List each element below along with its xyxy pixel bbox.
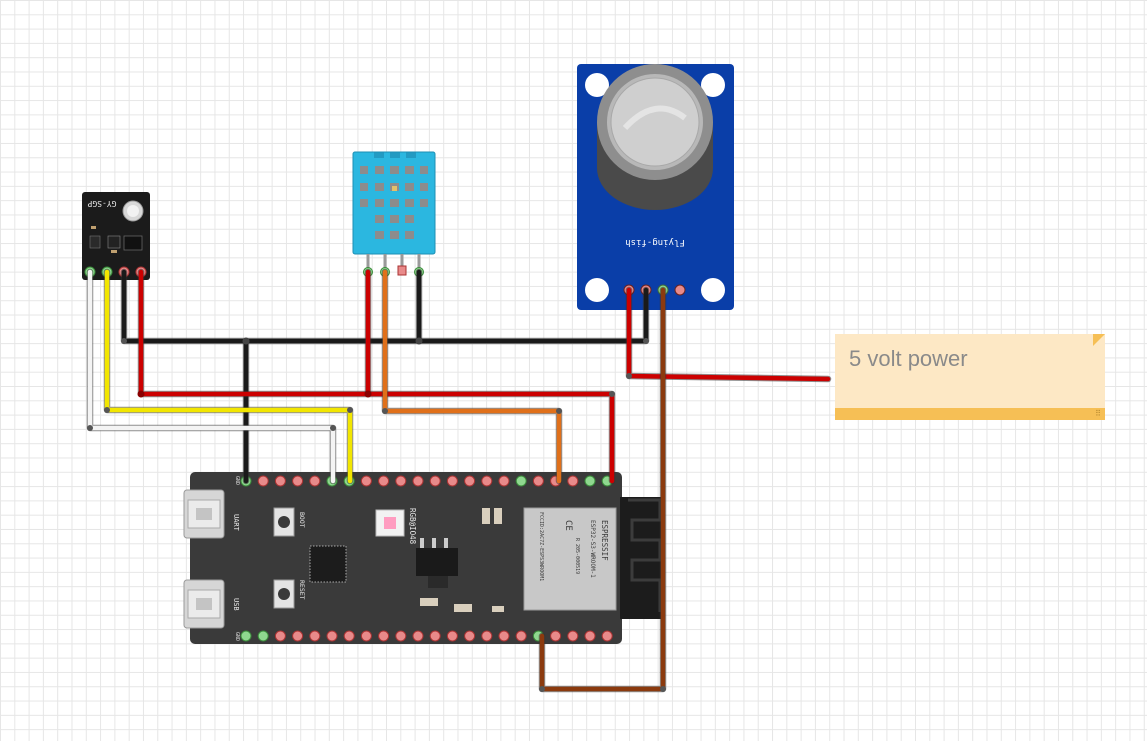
rgb-led xyxy=(375,509,405,537)
gnd-label-top: GND xyxy=(234,476,240,485)
top-pin-11[interactable] xyxy=(429,475,441,487)
wire-junction-1 xyxy=(415,337,423,345)
wire-junction-3 xyxy=(137,390,145,398)
wire-junction-0 xyxy=(242,337,250,345)
wire-gas-power[interactable] xyxy=(625,286,832,383)
bottom-pin-6[interactable] xyxy=(343,630,355,642)
module-fcc: FCCID:2AC7Z-ESPS3WROOM1 xyxy=(538,512,544,581)
gas-sensor-module[interactable]: Flying-fish xyxy=(577,64,734,310)
top-pin-20[interactable] xyxy=(584,475,596,487)
note-resize-grip[interactable]: ⠿ xyxy=(1095,409,1101,418)
bottom-pin-2[interactable] xyxy=(274,630,286,642)
wire-layer xyxy=(86,268,832,693)
module-model: ESP32-S3-WROOM-1 xyxy=(589,520,596,578)
bottom-pin-11[interactable] xyxy=(429,630,441,642)
dht-temperature-sensor[interactable] xyxy=(352,151,436,277)
top-pin-4[interactable] xyxy=(309,475,321,487)
module-brand: ESPRESSIF xyxy=(600,520,609,561)
module-r: R 205-000519 xyxy=(574,538,580,574)
top-pin-12[interactable] xyxy=(446,475,458,487)
dht-pin-nc[interactable] xyxy=(397,265,407,276)
usb-port[interactable] xyxy=(183,579,225,629)
bottom-pin-8[interactable] xyxy=(378,630,390,642)
uart-label: UART xyxy=(232,514,240,532)
bottom-header-pins[interactable] xyxy=(240,630,613,642)
reset-button[interactable] xyxy=(273,579,295,609)
bottom-pin-19[interactable] xyxy=(567,630,579,642)
bottom-pin-4[interactable] xyxy=(309,630,321,642)
wire-junction-2 xyxy=(364,390,372,398)
uart-usb-port[interactable] xyxy=(183,489,225,539)
top-pin-9[interactable] xyxy=(395,475,407,487)
top-pin-1[interactable] xyxy=(257,475,269,487)
top-header-pins[interactable] xyxy=(240,475,613,487)
top-pin-13[interactable] xyxy=(464,475,476,487)
top-pin-16[interactable] xyxy=(515,475,527,487)
rgb-label: RGB@IO48 xyxy=(408,508,417,545)
bottom-pin-21[interactable] xyxy=(601,630,613,642)
usb-label: USB xyxy=(232,598,240,611)
gy-sgp-label: GY-SGP xyxy=(87,199,116,208)
gy-sgp-sensor-module[interactable]: GY-SGP xyxy=(82,192,150,280)
bottom-pin-16[interactable] xyxy=(515,630,527,642)
gnd-label-bottom: GND xyxy=(234,632,240,641)
bottom-pin-20[interactable] xyxy=(584,630,596,642)
note-fold-corner xyxy=(1093,334,1105,346)
boot-label: BOOT xyxy=(298,512,306,528)
wire-vcc-bus[interactable] xyxy=(137,268,616,485)
bottom-pin-18[interactable] xyxy=(550,630,562,642)
top-pin-17[interactable] xyxy=(532,475,544,487)
top-pin-10[interactable] xyxy=(412,475,424,487)
bottom-pin-3[interactable] xyxy=(292,630,304,642)
module-ce: CE xyxy=(563,520,573,531)
bottom-pin-1[interactable] xyxy=(257,630,269,642)
wire-gas-signal[interactable] xyxy=(538,286,667,693)
bottom-pin-15[interactable] xyxy=(498,630,510,642)
gas-pin-ao[interactable] xyxy=(674,284,686,296)
bottom-pin-14[interactable] xyxy=(481,630,493,642)
esp32-s3-dev-board[interactable]: UART USB BOOT RESET RGB@IO48 ESPRESSIF xyxy=(183,472,664,644)
top-pin-7[interactable] xyxy=(360,475,372,487)
top-pin-15[interactable] xyxy=(498,475,510,487)
bottom-pin-7[interactable] xyxy=(360,630,372,642)
esp32-wroom-module: ESPRESSIF ESP32-S3-WROOM-1 R 205-000519 … xyxy=(523,507,617,611)
power-note[interactable]: 5 volt power ⠿ xyxy=(835,334,1105,420)
bottom-pin-0[interactable] xyxy=(240,630,252,642)
top-pin-2[interactable] xyxy=(274,475,286,487)
wire-dht-data[interactable] xyxy=(381,268,563,485)
bottom-pin-12[interactable] xyxy=(446,630,458,642)
wire-sda-yellow[interactable] xyxy=(103,268,354,485)
bottom-pin-10[interactable] xyxy=(412,630,424,642)
power-note-text: 5 volt power xyxy=(849,346,968,371)
boot-button[interactable] xyxy=(273,507,295,537)
top-pin-14[interactable] xyxy=(481,475,493,487)
bottom-pin-13[interactable] xyxy=(464,630,476,642)
top-pin-19[interactable] xyxy=(567,475,579,487)
gas-sensor-label: Flying-fish xyxy=(625,237,685,247)
top-pin-3[interactable] xyxy=(292,475,304,487)
top-pin-8[interactable] xyxy=(378,475,390,487)
bottom-pin-5[interactable] xyxy=(326,630,338,642)
reset-label: RESET xyxy=(298,580,306,600)
wire-scl-white[interactable] xyxy=(86,268,337,485)
bottom-pin-9[interactable] xyxy=(395,630,407,642)
